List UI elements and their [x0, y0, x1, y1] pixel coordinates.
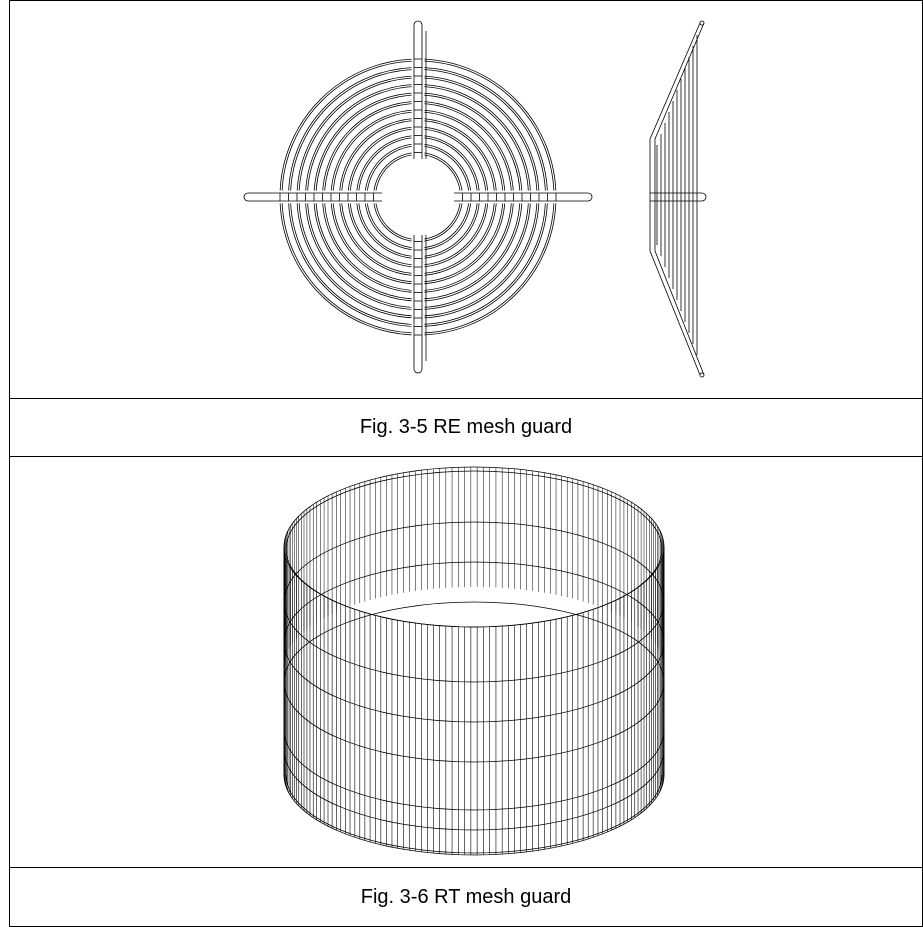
- re-mesh-guard-svg: [241, 18, 707, 378]
- spoke-top: [413, 20, 423, 159]
- cylinder-ring-back: [283, 521, 665, 603]
- side-profile-outer: [649, 22, 701, 376]
- side-profile-inner: [654, 22, 705, 376]
- side-bottom-end: [699, 372, 705, 378]
- figure-3-6-caption-cell: Fig. 3-6 RT mesh guard: [9, 867, 923, 927]
- figure-3-5-caption-cell: Fig. 3-5 RE mesh guard: [9, 398, 923, 457]
- spoke-bottom: [413, 235, 423, 374]
- cylinder-ring-back: [283, 601, 665, 683]
- cylinder-ring-lower: [283, 749, 665, 831]
- cylinder-ring-back: [283, 561, 665, 643]
- spoke-left: [243, 192, 382, 202]
- figure-3-6-caption: Fig. 3-6 RT mesh guard: [360, 886, 572, 908]
- spoke-mask-top: [411, 18, 425, 160]
- spoke-mask-bottom: [411, 234, 425, 376]
- side-top-end: [699, 20, 705, 26]
- figure-table: Fig. 3-5 RE mesh guard Fig. 3-6 RT mesh …: [9, 0, 923, 927]
- guard-ring: [373, 152, 463, 242]
- cylinder-ring: [283, 641, 665, 723]
- cylinder-bottom-rim-inner: [285, 774, 663, 854]
- spoke-mask-left: [241, 190, 383, 204]
- figure-3-5-caption: Fig. 3-5 RE mesh guard: [359, 416, 573, 438]
- figure-3-5-image-cell: [9, 0, 923, 399]
- rt-mesh-guard-drawing: [10, 457, 922, 867]
- figure-3-6-image-cell: [9, 456, 923, 868]
- cylinder-ring: [283, 601, 665, 683]
- cylinder-bottom-rim: [283, 774, 665, 856]
- re-mesh-guard-drawing: [10, 1, 922, 398]
- cylinder-ring: [283, 681, 665, 763]
- guard-ring-inner: [375, 154, 461, 240]
- cylinder-top-rim-inner: [285, 470, 663, 628]
- rt-mesh-guard-svg: [283, 466, 665, 856]
- spoke-mask-right: [453, 190, 595, 204]
- cylinder-ring-lower: [283, 729, 665, 811]
- side-spoke: [650, 192, 707, 202]
- spoke-right: [454, 192, 593, 202]
